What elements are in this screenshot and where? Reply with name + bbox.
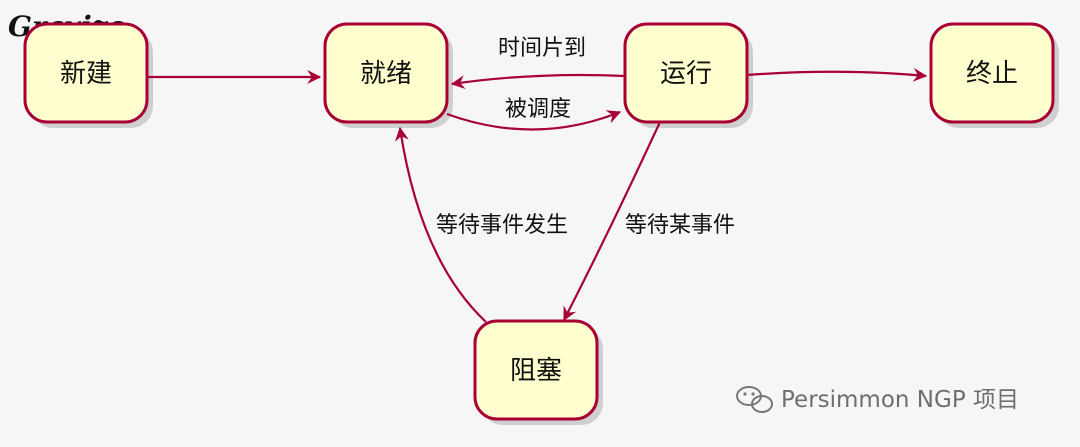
- state-label-new: 新建: [60, 59, 112, 89]
- state-label-running: 运行: [660, 59, 712, 89]
- edge-blocked-to-ready: [395, 126, 487, 323]
- state-running: 运行: [623, 22, 749, 124]
- wechat-icon: [736, 386, 773, 413]
- edge-running-to-terminated: [746, 67, 928, 82]
- label-scheduled: 被调度: [505, 97, 571, 122]
- state-blocked: 阻塞: [473, 319, 599, 421]
- edge-ready-to-running: [446, 110, 622, 131]
- label-event-occurs: 等待事件发生: [436, 213, 568, 238]
- label-wait-event: 等待某事件: [625, 213, 735, 238]
- watermark-text: Persimmon NGP 项目: [781, 387, 1019, 413]
- state-terminated: 终止: [929, 22, 1055, 124]
- edge-running-to-ready: [450, 73, 626, 90]
- state-label-blocked: 阻塞: [510, 356, 562, 386]
- state-new: 新建: [23, 22, 149, 124]
- state-label-ready: 就绪: [360, 59, 412, 89]
- state-label-terminated: 终止: [966, 59, 1018, 89]
- edge-running-to-blocked: [563, 121, 661, 322]
- label-timeslice: 时间片到: [498, 36, 586, 61]
- state-ready: 就绪: [323, 22, 449, 124]
